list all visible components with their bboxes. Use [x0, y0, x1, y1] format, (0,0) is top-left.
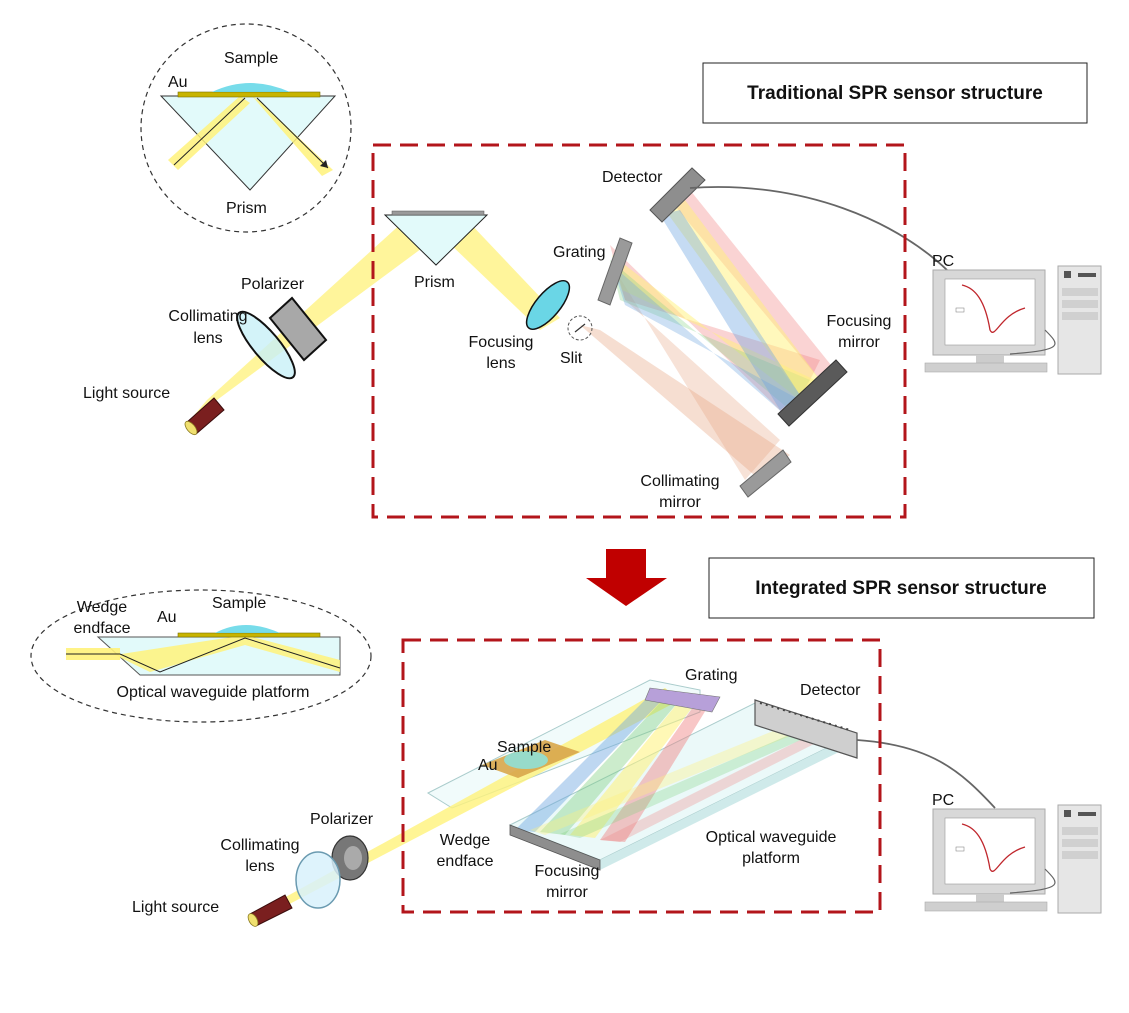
inset-bottom-sample-label: Sample [212, 595, 266, 612]
bottom-collimating-lens-label-2: lens [245, 858, 274, 875]
focusing-mirror-label-2: mirror [838, 334, 880, 351]
inset-bottom-platform-label: Optical waveguide platform [117, 684, 310, 701]
integrated-title: Integrated SPR sensor structure [755, 578, 1046, 599]
traditional-frame [371, 143, 907, 519]
integrated-title-box: Integrated SPR sensor structure [708, 557, 1095, 619]
inset-top-prism-label: Prism [226, 200, 267, 217]
traditional-title: Traditional SPR sensor structure [747, 83, 1043, 104]
bottom-au-label: Au [478, 757, 498, 774]
inset-bottom-wedge-label-1: Wedge [77, 599, 128, 616]
transition-arrow [586, 549, 667, 606]
bottom-wedge-label-1: Wedge [440, 832, 491, 849]
bottom-focusing-mirror-label-2: mirror [546, 884, 588, 901]
traditional-labels: Detector Grating Prism Polarizer Collima… [83, 169, 954, 511]
light-source-label: Light source [83, 385, 170, 402]
focusing-lens-label-2: lens [486, 355, 515, 372]
bottom-wedge-label-2: endface [437, 853, 494, 870]
integrated-frame [401, 638, 882, 914]
pc-bottom-icon [924, 804, 1102, 914]
pc-label-top: PC [932, 253, 954, 270]
collimating-lens-label-1: Collimating [168, 308, 247, 325]
pc-label-bottom: PC [932, 792, 954, 809]
bottom-focusing-mirror-label-1: Focusing [535, 863, 600, 880]
bottom-platform-label-2: platform [742, 850, 800, 867]
inset-top-sample-label: Sample [224, 50, 278, 67]
bottom-light-source-label: Light source [132, 899, 219, 916]
prism-label: Prism [414, 274, 455, 291]
traditional-setup [184, 167, 956, 498]
traditional-title-box: Traditional SPR sensor structure [702, 62, 1088, 124]
bottom-detector-label: Detector [800, 682, 861, 699]
slit-label: Slit [560, 350, 583, 367]
inset-bottom-au-label: Au [157, 609, 177, 626]
grating-label: Grating [553, 244, 605, 261]
light-source-icon [184, 397, 225, 436]
bottom-sample-label: Sample [497, 739, 551, 756]
light-source-bottom-icon [247, 894, 293, 927]
bottom-inset: Wedge endface Au Sample Optical waveguid… [30, 589, 372, 723]
bottom-platform-label-1: Optical waveguide [706, 829, 837, 846]
pc-top-icon [924, 265, 1102, 375]
collimating-mirror-label-2: mirror [659, 494, 701, 511]
focusing-mirror-label-1: Focusing [827, 313, 892, 330]
integrated-labels: Grating Detector Sample Au Polarizer Col… [132, 667, 954, 916]
polarizer-label: Polarizer [241, 276, 305, 293]
collimating-lens-label-2: lens [193, 330, 222, 347]
bottom-grating-label: Grating [685, 667, 737, 684]
integrated-setup [247, 679, 996, 927]
top-inset: Sample Au Prism [140, 23, 352, 233]
inset-top-au-label: Au [168, 74, 188, 91]
bottom-collimating-lens-label-1: Collimating [220, 837, 299, 854]
bottom-polarizer-label: Polarizer [310, 811, 374, 828]
focusing-lens-label-1: Focusing [469, 334, 534, 351]
collimating-mirror-label-1: Collimating [640, 473, 719, 490]
inset-bottom-wedge-label-2: endface [74, 620, 131, 637]
detector-label: Detector [602, 169, 663, 186]
